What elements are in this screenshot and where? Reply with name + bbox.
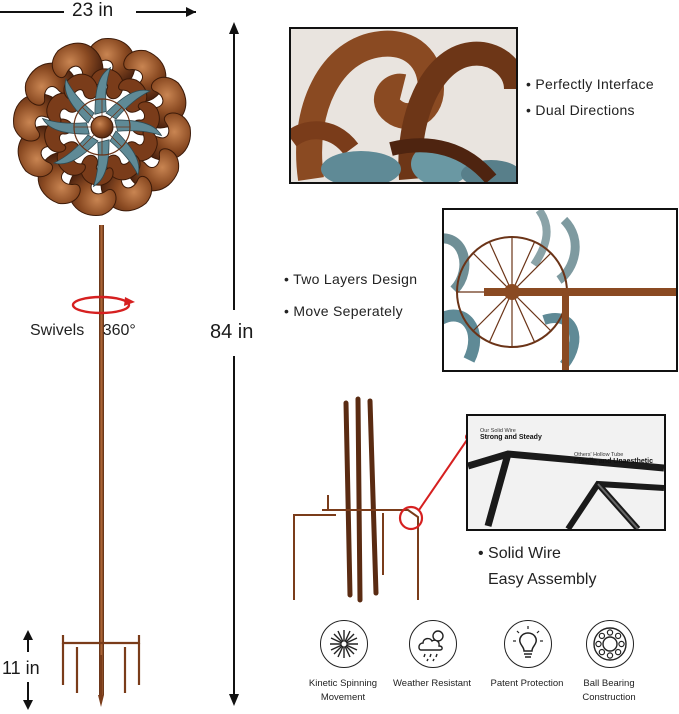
icon-label-1: Patent Protection [490, 678, 564, 689]
wind-spinner-image [8, 35, 196, 707]
swivel-degrees: 360° [102, 322, 136, 339]
feature-interface-2: • Dual Directions [526, 102, 635, 118]
ball-bearing-icon [586, 620, 634, 668]
swivel-word: Swivels [30, 322, 85, 339]
hollow-tube-note: Others' Hollow Tube Fragile and Unaesthe… [574, 452, 653, 465]
feature-layers-2: • Move Seperately [284, 303, 403, 319]
feature-wire-1: • Solid Wire [478, 545, 561, 562]
height-label: 84 in [210, 321, 254, 343]
icon-label-2: Construction [582, 692, 636, 703]
feature-icon-weather: Weather Resistant [389, 620, 475, 691]
feature-layers-1: • Two Layers Design [284, 271, 418, 287]
wire-comparison-photo: Our Solid Wire Strong and Steady Others'… [466, 414, 666, 531]
interface-closeup-photo [289, 27, 518, 184]
feature-icon-kinetic: Kinetic Spinning Movement [303, 620, 383, 705]
icon-label-2: Movement [320, 692, 366, 703]
feature-wire-2: Easy Assembly [488, 571, 597, 588]
cloud-rain-icon [409, 620, 457, 668]
width-arrow [0, 7, 196, 17]
feature-icon-patent: Patent Protection [482, 620, 572, 691]
stake-arrow [23, 630, 33, 710]
swivel-label: Swivels 360° [30, 322, 136, 340]
lightbulb-icon [504, 620, 552, 668]
feature-icon-bearing: Ball Bearing Construction [568, 620, 650, 705]
icon-label-1: Ball Bearing [583, 678, 635, 689]
icon-label-1: Weather Resistant [393, 678, 471, 689]
layers-closeup-photo [442, 208, 678, 372]
icon-label-1: Kinetic Spinning [308, 678, 378, 689]
starburst-icon [320, 620, 368, 668]
width-label: 23 in [72, 0, 114, 21]
assembly-parts-image [293, 396, 419, 603]
feature-interface-1: • Perfectly Interface [526, 76, 654, 92]
height-arrow [229, 22, 239, 706]
stake-label: 11 in [2, 658, 40, 678]
wire-zoom-callout [398, 433, 473, 531]
solid-wire-note: Our Solid Wire Strong and Steady [480, 428, 542, 441]
